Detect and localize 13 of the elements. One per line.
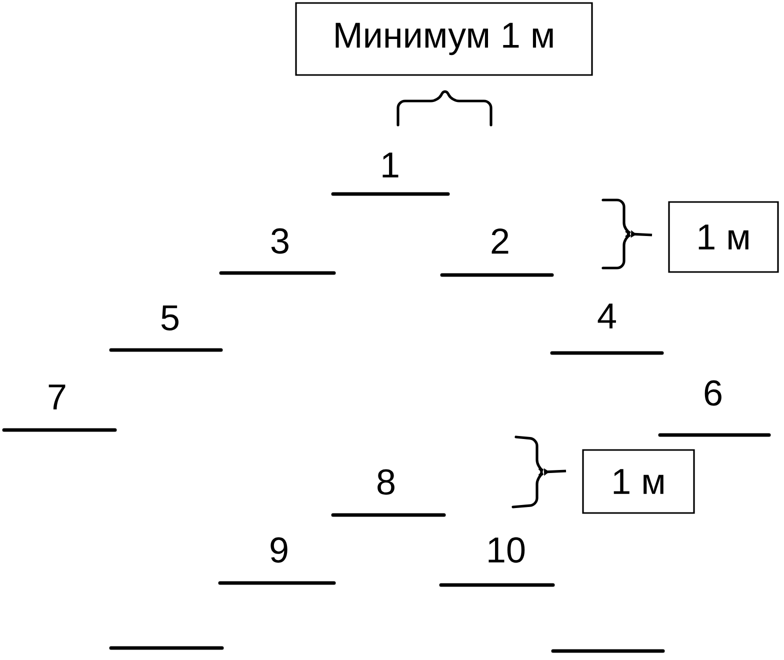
number-label: 10	[488, 537, 525, 563]
number-label: 3	[271, 228, 288, 254]
number-label: 5	[161, 305, 178, 331]
number-label: 7	[48, 384, 66, 410]
number-label: 8	[378, 469, 394, 495]
text-box: 1 м	[582, 449, 695, 514]
text-box: 1 м	[668, 201, 779, 273]
number-label: 4	[598, 304, 616, 328]
text-box: Минимум 1 м	[295, 2, 593, 76]
number-label: 6	[704, 380, 722, 406]
number-label: 1	[382, 152, 398, 178]
number-label: 2	[492, 228, 508, 254]
number-label: 9	[270, 537, 288, 563]
